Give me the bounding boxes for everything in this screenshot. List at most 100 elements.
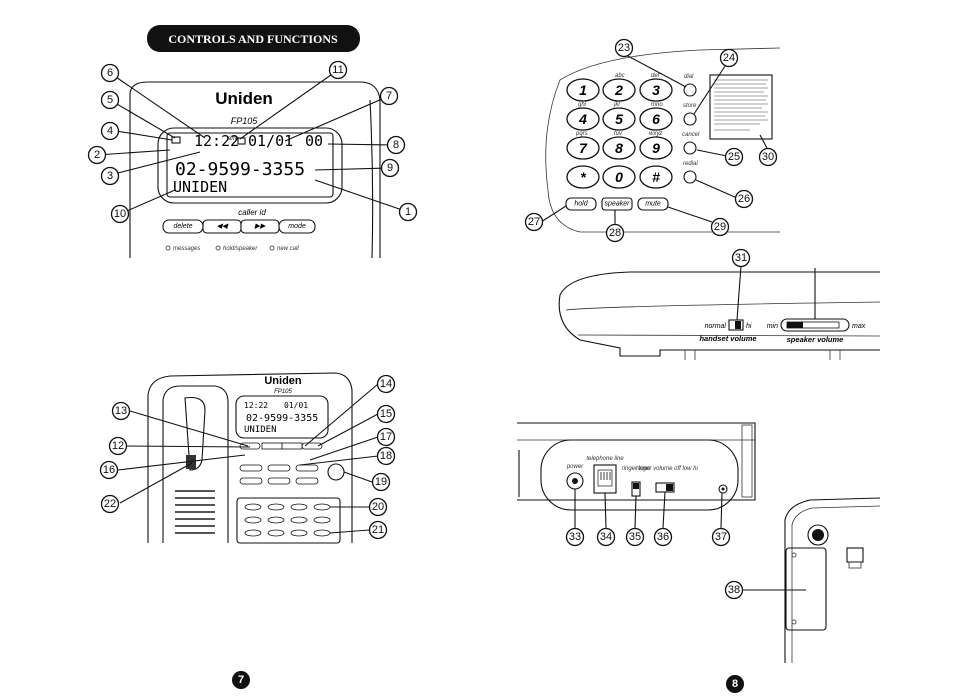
label-text: hold	[574, 201, 588, 208]
callout-3: 3	[100, 166, 120, 186]
callout-28: 28	[605, 223, 625, 243]
callout-33: 33	[565, 527, 585, 547]
speaker-volume-thumb[interactable]	[787, 322, 803, 328]
mode-button[interactable]	[278, 219, 316, 234]
ringer-volume-label: ringer volume off low hi	[636, 466, 698, 472]
label-text: 10	[114, 208, 126, 220]
callout-12: 12	[108, 436, 128, 456]
label-text: 4	[107, 125, 113, 137]
key-3[interactable]	[639, 78, 673, 102]
top-lcd-number: 02-9599-3355	[246, 413, 318, 424]
label-text: 1	[405, 206, 411, 218]
redial-button[interactable]	[683, 170, 697, 184]
key-0[interactable]	[602, 165, 636, 189]
label-text: 5	[107, 94, 113, 106]
label-text: 22	[104, 498, 116, 510]
callout-23: 23	[614, 38, 634, 58]
callout-15: 15	[376, 404, 396, 424]
callout-8: 8	[386, 135, 406, 155]
label-text: 38	[728, 584, 740, 596]
key-5[interactable]	[602, 107, 636, 131]
label-text: 3	[107, 170, 113, 182]
callout-17: 17	[376, 427, 396, 447]
normal-label: normal	[705, 323, 727, 330]
messages-indicator-label: messages	[173, 246, 200, 252]
wall-mount-hole	[807, 524, 829, 546]
key-4[interactable]	[566, 107, 600, 131]
key-2[interactable]	[602, 78, 636, 102]
label-text: 7	[386, 90, 392, 102]
label-text: pqrs	[575, 131, 588, 137]
label-text: 8	[615, 140, 623, 156]
label-text: 19	[375, 476, 387, 488]
top-lcd-name: UNIDEN	[244, 425, 277, 435]
new-call-indicator-label: new call	[277, 246, 299, 252]
label-text: 6	[107, 67, 113, 79]
handset-hook	[186, 455, 196, 469]
speaker-button[interactable]	[601, 197, 633, 211]
store-button[interactable]	[683, 112, 697, 126]
label-text: redial	[683, 161, 698, 167]
key-hash[interactable]	[639, 165, 673, 189]
label-text: abc	[615, 73, 625, 79]
callout-14: 14	[376, 374, 396, 394]
lcd-time: 12:22	[194, 132, 239, 150]
telephone-line-jack[interactable]	[593, 464, 617, 494]
section-title: CONTROLS AND FUNCTIONS	[168, 32, 338, 46]
label-text: *	[580, 169, 586, 185]
page-number-left: 7	[232, 671, 250, 689]
label-text: 36	[657, 531, 669, 543]
battery-door[interactable]	[785, 547, 827, 631]
callout-4: 4	[100, 121, 120, 141]
label-text: 12	[112, 440, 124, 452]
key-6[interactable]	[639, 107, 673, 131]
label-text: 15	[380, 408, 392, 420]
label-text: 18	[380, 450, 392, 462]
instruction-card	[709, 74, 773, 140]
cancel-button[interactable]	[683, 141, 697, 155]
callout-36: 36	[653, 527, 673, 547]
label-text: 1	[579, 82, 587, 98]
key-7[interactable]	[566, 136, 600, 160]
speaker-key[interactable]	[327, 463, 345, 481]
label-text: tuv	[614, 131, 623, 137]
messages-led	[165, 245, 171, 251]
label-text: 14	[380, 378, 392, 390]
lcd-name: UNIDEN	[173, 178, 227, 196]
callout-29: 29	[710, 217, 730, 237]
power-label: power	[566, 464, 584, 470]
label-text: 11	[332, 64, 343, 76]
page-number-right: 8	[726, 675, 744, 693]
side-view: normal hi handset volume min max speaker…	[558, 265, 881, 360]
callout-25: 25	[724, 147, 744, 167]
handset-volume-switch[interactable]	[728, 319, 744, 331]
key-star[interactable]	[566, 165, 600, 189]
dial-button[interactable]	[683, 83, 697, 97]
callout-2: 2	[87, 145, 107, 165]
label-text: 8	[732, 678, 738, 690]
label-text: 33	[569, 531, 581, 543]
label-text: mno	[651, 102, 663, 108]
label-text: 31	[735, 252, 747, 264]
headset-jack[interactable]	[718, 484, 728, 494]
callout-21: 21	[368, 520, 388, 540]
label-text: 6	[652, 111, 660, 127]
speaker-volume-label: speaker volume	[787, 335, 844, 344]
callout-6: 6	[100, 63, 120, 83]
max-label: max	[852, 323, 866, 330]
label-text: 2	[614, 82, 623, 98]
telephone-line-label: telephone line	[586, 456, 624, 462]
key-8[interactable]	[602, 136, 636, 160]
hold-button[interactable]	[565, 197, 597, 211]
callout-18: 18	[376, 446, 396, 466]
label-text: 3	[652, 82, 660, 98]
callout-24: 24	[719, 48, 739, 68]
label-text: 28	[609, 227, 621, 239]
lcd-time-suffix: am	[228, 136, 236, 142]
mute-button[interactable]	[637, 197, 669, 211]
callout-38: 38	[724, 580, 744, 600]
key-1[interactable]	[566, 78, 600, 102]
label-text: store	[683, 103, 697, 109]
key-9[interactable]	[639, 136, 673, 160]
